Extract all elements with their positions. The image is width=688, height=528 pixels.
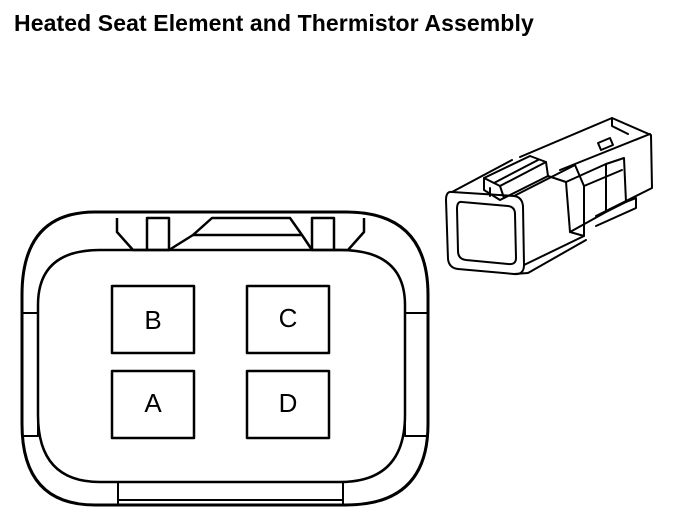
iso-top-left-edge (451, 159, 513, 193)
pin-cavity-b (110, 284, 196, 355)
housing-inner-outline (36, 248, 407, 484)
iso-side-rib (565, 163, 607, 233)
iso-side-rib2 (605, 157, 627, 213)
iso-side-rib3 (583, 169, 623, 187)
pin-cavity-c (245, 284, 331, 355)
top-right-key (310, 216, 336, 252)
pin-label-a: A (144, 388, 162, 418)
right-side-slot (404, 312, 429, 437)
left-side-slot (21, 312, 39, 437)
iso-latch-ridge-inner (493, 159, 539, 184)
iso-top-right-edge (513, 164, 576, 197)
iso-rear-step (611, 117, 629, 135)
top-center-latch (168, 216, 314, 252)
top-right-chamfer (334, 218, 366, 252)
pin-cavity-a (110, 369, 196, 440)
housing-outer-outline (20, 210, 430, 507)
pin-cavity-d (245, 369, 331, 440)
diagram-title: Heated Seat Element and Thermistor Assem… (14, 10, 534, 36)
iso-rear-housing (519, 117, 653, 217)
iso-rear-window (597, 137, 614, 151)
connector-isometric-view (445, 117, 653, 276)
top-left-chamfer (115, 218, 147, 252)
top-left-key (145, 216, 171, 252)
connector-face-view (20, 210, 430, 507)
iso-front-inner (456, 200, 517, 266)
iso-right-edge-bottom (523, 235, 585, 266)
iso-bottom-edge (513, 239, 587, 275)
bottom-rib (117, 482, 344, 505)
pin-label-b: B (144, 305, 161, 335)
pin-label-d: D (279, 388, 298, 418)
iso-latch-front (483, 161, 549, 201)
pin-label-c: C (279, 303, 298, 333)
iso-bottom-rear (595, 197, 637, 227)
iso-side-panel (547, 164, 585, 237)
